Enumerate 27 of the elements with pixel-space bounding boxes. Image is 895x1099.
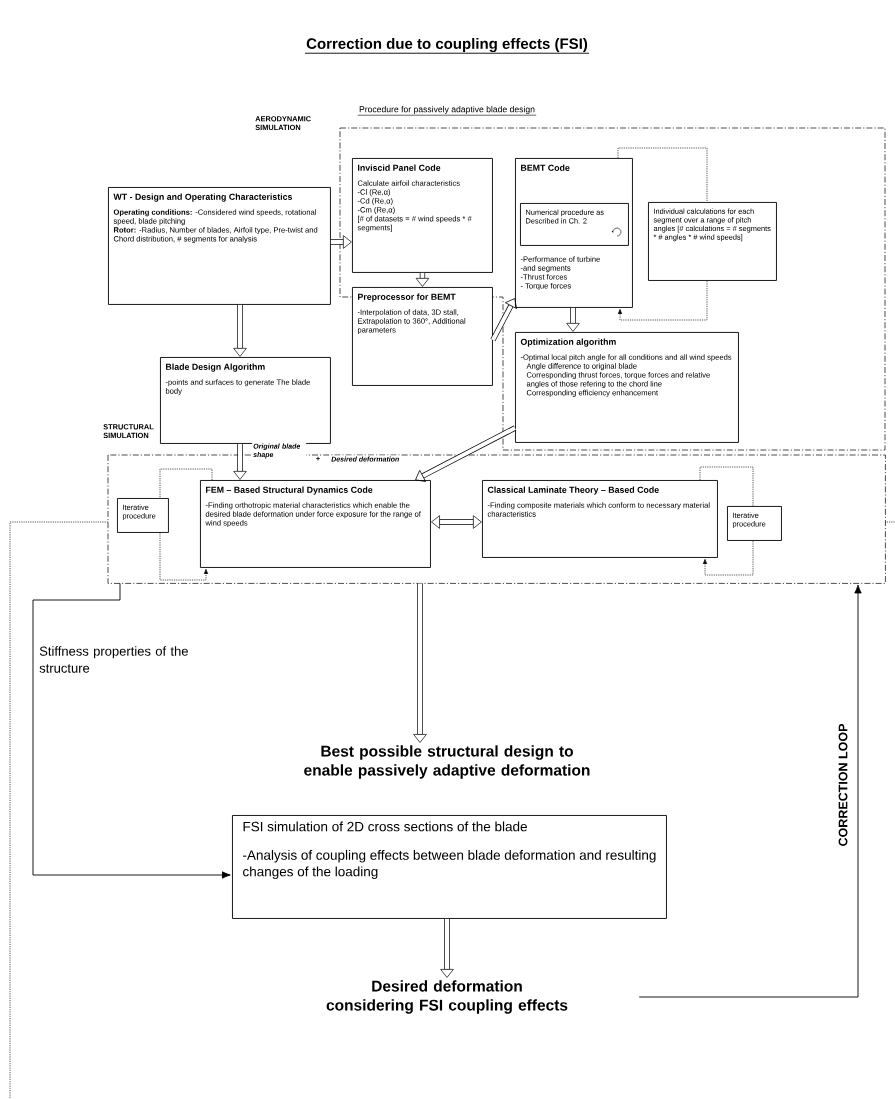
subtitle: Procedure for passively adaptive blade design xyxy=(357,106,537,116)
arrow xyxy=(233,304,247,357)
edge-label: CORRECTION LOOP xyxy=(837,722,849,848)
connector-line xyxy=(159,468,213,499)
result-text: Best possible structural design to enable passively adaptive deformation xyxy=(304,745,590,779)
edge-label: Stiffness properties of the structure xyxy=(38,645,191,674)
connector-line xyxy=(617,147,708,203)
arrow xyxy=(490,298,517,342)
arrow xyxy=(431,515,482,529)
arrow xyxy=(702,540,754,576)
arrow xyxy=(233,443,247,480)
connector-line xyxy=(699,466,754,507)
arrow xyxy=(638,584,862,998)
arrow xyxy=(440,918,454,978)
arrow xyxy=(415,425,517,482)
arrow xyxy=(413,583,427,743)
arrow xyxy=(330,235,352,249)
connector-line xyxy=(9,521,109,1099)
arrow xyxy=(617,280,708,321)
arrow xyxy=(159,532,209,581)
title: Correction due to coupling effects (FSI) xyxy=(304,38,590,54)
arrow xyxy=(32,582,231,879)
arrow xyxy=(415,272,430,287)
arrow xyxy=(566,307,580,332)
result-text: Desired deformation considering FSI coupling effects xyxy=(326,980,568,1014)
process-box: FSI simulation of 2D cross sections of the blade -Analysis of coupling effects between blade deformation and resulting changes of the loading xyxy=(232,815,667,919)
connector-line xyxy=(885,521,895,523)
